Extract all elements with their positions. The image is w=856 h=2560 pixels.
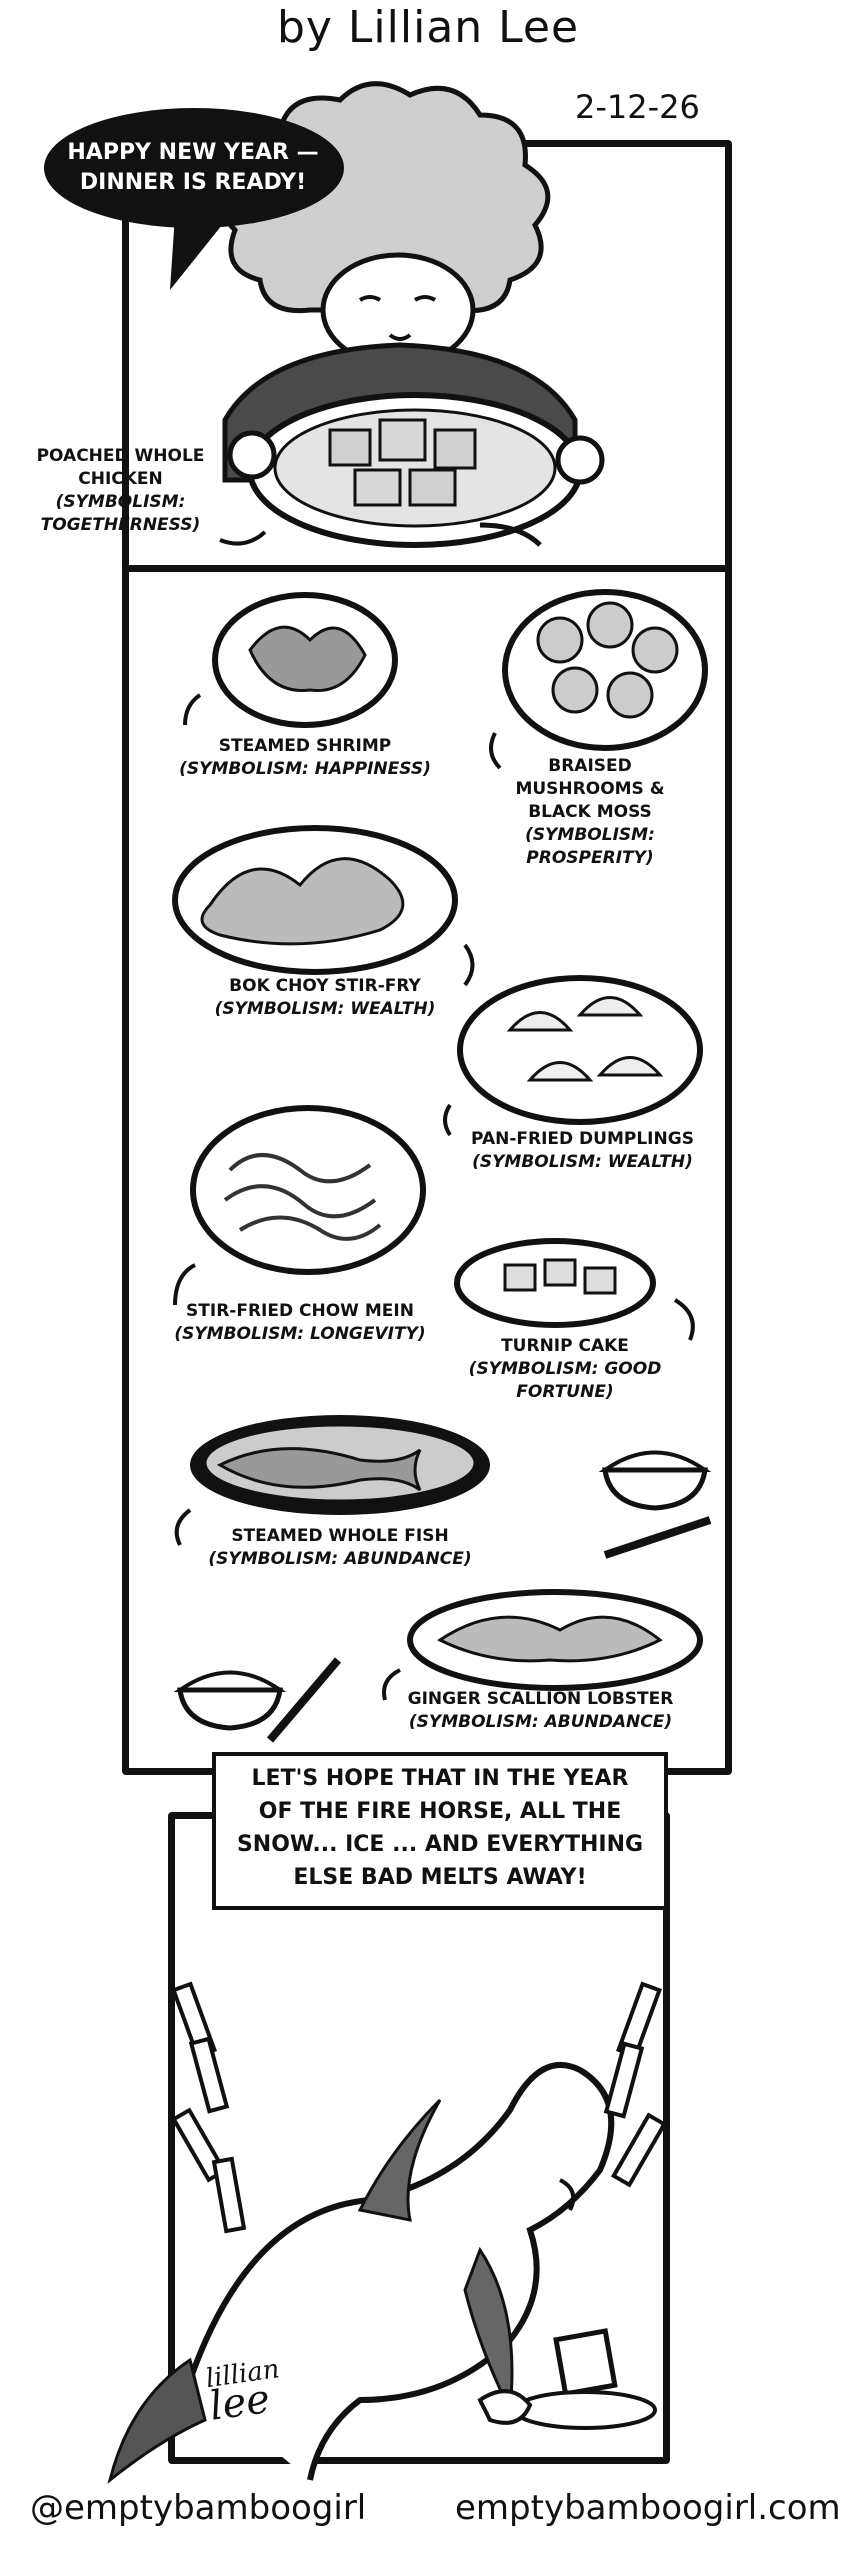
dish-name: PAN-FRIED DUMPLINGS	[471, 1129, 694, 1149]
dish-symbolism: (SYMBOLISM: PROSPERITY)	[525, 825, 655, 868]
rice-bowl-illustration	[598, 1450, 712, 1559]
caption-line: OF THE FIRE HORSE, ALL THE	[258, 1799, 622, 1824]
dish-symbolism: (SYMBOLISM: WEALTH)	[472, 1152, 693, 1172]
fire-horse-illustration	[107, 2062, 615, 2484]
dish-symbolism: (SYMBOLISM: GOOD FORTUNE)	[468, 1359, 662, 1402]
comic-date: 2-12-26	[575, 88, 700, 126]
speech-bubble	[44, 108, 344, 290]
turnip-cake-dish-illustration	[454, 1238, 656, 1328]
dish-name: BOK CHOY STIR-FRY	[229, 976, 421, 996]
chicken-symbolism: (SYMBOLISM: TOGETHERNESS)	[40, 492, 201, 535]
social-handle[interactable]: @emptybamboogirl	[30, 2488, 367, 2528]
arrow-icon	[173, 693, 695, 1701]
lobster-dish-illustration	[407, 1589, 703, 1691]
speech-bubble-text: HAPPY NEW YEAR — DINNER IS READY!	[67, 140, 319, 195]
caption-line: ELSE BAD MELTS AWAY!	[293, 1865, 587, 1890]
mushroom-dish-illustration	[502, 589, 708, 751]
website-link[interactable]: emptybamboogirl.com	[455, 2488, 841, 2528]
dish-name: STEAMED SHRIMP	[218, 736, 392, 756]
chicken-caption: POACHED WHOLE CHICKEN (SYMBOLISM: TOGETH…	[28, 445, 213, 537]
melting-ice-illustration	[477, 2328, 657, 2430]
dish-caption-dumplings: PAN-FRIED DUMPLINGS (SYMBOLISM: WEALTH)	[455, 1128, 710, 1174]
chicken-name: POACHED WHOLE CHICKEN	[36, 446, 205, 489]
dish-caption-turnip-cake: TURNIP CAKE (SYMBOLISM: GOOD FORTUNE)	[420, 1335, 710, 1404]
dish-caption-chow-mein: STIR-FRIED CHOW MEIN (SYMBOLISM: LONGEVI…	[170, 1300, 430, 1346]
dish-name: TURNIP CAKE	[501, 1336, 629, 1356]
dish-symbolism: (SYMBOLISM: ABUNDANCE)	[408, 1712, 673, 1732]
signature-last: lee	[206, 2375, 273, 2430]
dish-caption-lobster: GINGER SCALLION LOBSTER (SYMBOLISM: ABUN…	[398, 1688, 683, 1734]
dish-caption-fish: STEAMED WHOLE FISH (SYMBOLISM: ABUNDANCE…	[205, 1525, 475, 1571]
dish-symbolism: (SYMBOLISM: LONGEVITY)	[174, 1324, 426, 1344]
dish-name: GINGER SCALLION LOBSTER	[407, 1689, 674, 1709]
dish-symbolism: (SYMBOLISM: WEALTH)	[214, 999, 436, 1019]
rice-bowl-illustration	[173, 1657, 342, 1743]
chow-mein-dish-illustration	[190, 1105, 426, 1275]
dish-caption-shrimp: STEAMED SHRIMP (SYMBOLISM: HAPPINESS)	[170, 735, 440, 781]
dumpling-dish-illustration	[457, 975, 703, 1125]
panel-2-frame	[122, 565, 732, 1775]
dish-caption-mushrooms: BRAISED MUSHROOMS & BLACK MOSS (SYMBOLIS…	[505, 755, 675, 870]
bamboo-stalks-illustration	[170, 1981, 668, 2234]
dish-name: STIR-FRIED CHOW MEIN	[186, 1301, 414, 1321]
chicken-platter-illustration	[227, 392, 605, 548]
arrow-icon	[219, 530, 267, 546]
caption-line: SNOW... ICE ... AND EVERYTHING	[236, 1832, 644, 1857]
dish-caption-bok-choy: BOK CHOY STIR-FRY (SYMBOLISM: WEALTH)	[195, 975, 455, 1021]
dish-name: STEAMED WHOLE FISH	[231, 1526, 449, 1546]
dish-name: BRAISED MUSHROOMS & BLACK MOSS	[515, 756, 665, 822]
caption-line: LET'S HOPE THAT IN THE YEAR	[251, 1766, 629, 1791]
bok-choy-dish-illustration	[172, 825, 458, 975]
byline: by Lillian Lee	[276, 2, 580, 53]
fish-dish-illustration	[190, 1415, 490, 1515]
shrimp-dish-illustration	[212, 592, 398, 728]
dish-symbolism: (SYMBOLISM: HAPPINESS)	[179, 759, 431, 779]
closing-caption: LET'S HOPE THAT IN THE YEAR OF THE FIRE …	[222, 1762, 658, 1894]
dish-symbolism: (SYMBOLISM: ABUNDANCE)	[208, 1549, 472, 1569]
closing-caption-box	[212, 1752, 668, 1910]
artist-signature: lillian lee	[204, 2354, 286, 2430]
